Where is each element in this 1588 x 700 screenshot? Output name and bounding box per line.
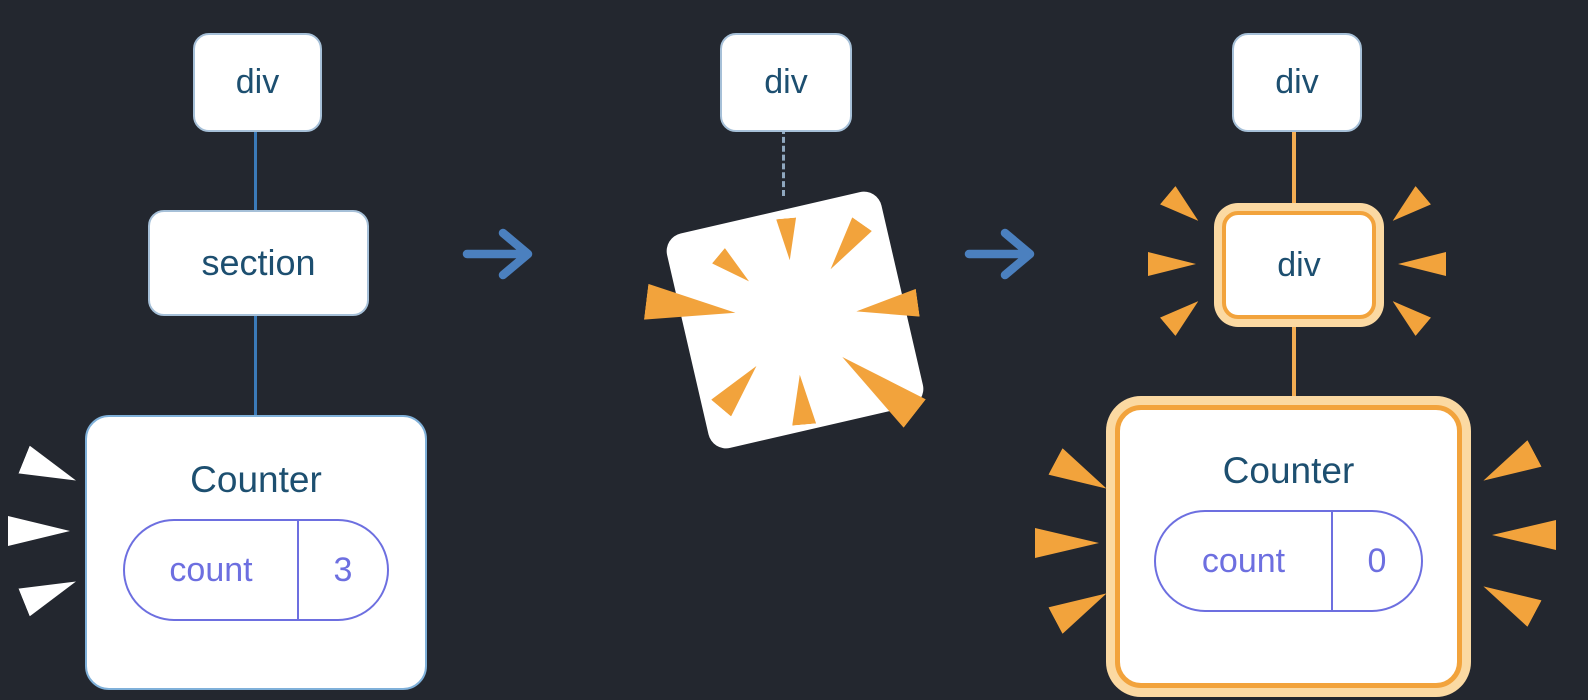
- counter-component-before: Counter count 3: [85, 415, 427, 690]
- arrow-right-icon: [462, 228, 533, 280]
- tree-node-div: div: [720, 33, 852, 132]
- tree-edge: [1292, 315, 1296, 407]
- sparkle-icon: [8, 516, 70, 546]
- sparkle-icon: [1476, 573, 1541, 627]
- tree-node-div: div: [1232, 33, 1362, 132]
- state-pill: count 3: [123, 519, 389, 621]
- sparkle-icon: [1048, 448, 1113, 502]
- sparkle-icon: [1160, 186, 1206, 230]
- component-title: Counter: [1222, 450, 1355, 491]
- state-value: 0: [1367, 541, 1387, 580]
- sparkle-icon: [1398, 252, 1446, 276]
- state-key: count: [125, 521, 299, 619]
- tree-node-label: div: [1275, 63, 1319, 101]
- component-title: Counter: [190, 459, 322, 500]
- tree-node-label: div: [1277, 245, 1321, 284]
- state-pill: count 0: [1154, 510, 1423, 612]
- sparkle-icon: [1385, 186, 1431, 230]
- tree-edge: [254, 310, 257, 417]
- tree-edge: [254, 126, 257, 212]
- arrow-right-icon: [964, 228, 1035, 280]
- tree-node-div: div: [193, 33, 322, 132]
- sparkle-icon: [1385, 292, 1431, 336]
- counter-component-after: Counter count 0: [1115, 405, 1462, 688]
- sparkle-icon: [1148, 252, 1196, 276]
- tree-edge-removed: [782, 128, 785, 196]
- sparkle-icon: [1035, 528, 1099, 558]
- tree-node-div-new: div: [1222, 211, 1376, 319]
- tree-node-label: div: [235, 63, 280, 101]
- state-key: count: [1156, 512, 1333, 610]
- tree-node-label: section: [201, 242, 316, 283]
- tree-edge: [1292, 127, 1296, 205]
- tree-node-label: div: [764, 63, 808, 101]
- state-value: 3: [333, 550, 353, 589]
- tree-node-section: section: [148, 210, 369, 316]
- sparkle-icon: [1492, 520, 1556, 550]
- sparkle-icon: [1048, 580, 1113, 634]
- sparkle-icon: [18, 568, 81, 617]
- sparkle-icon: [1160, 292, 1206, 336]
- sparkle-icon: [18, 446, 81, 495]
- sparkle-icon: [1476, 440, 1541, 494]
